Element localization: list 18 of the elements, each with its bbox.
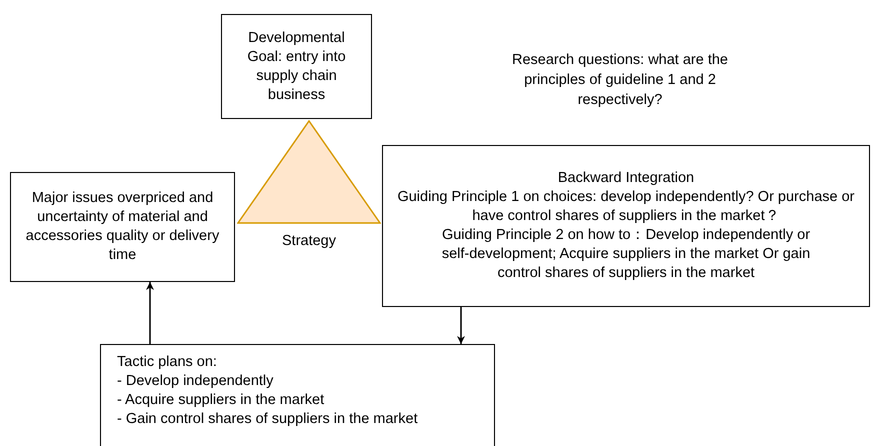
integration-box [382,145,870,307]
box-text: Guiding Principle 1 on choices: develop independently? Or purchase or have control shares of suppliers in the market？ [396,188,856,226]
note-text: Research questions: what are the principles of guideline 1 and 2 respectively? [510,51,729,110]
box-text: - Acquire suppliers in the market [117,391,324,410]
box-text: Major issues overpriced and uncertainty of material and accessories quality or delivery time [24,189,220,265]
strategy-triangle [237,120,381,224]
goal-box [221,14,372,119]
shape-caption: Strategy [281,233,337,249]
box-heading: Backward Integration [558,169,694,188]
box-text: Guiding Principle 2 on how to：Develop independently or self-development; Acquire suppliers in the market Or gain control shares of suppliers in the market [440,226,812,283]
issue-box [10,172,235,282]
box-text: - Gain control shares of suppliers in the market [117,410,418,429]
box-heading: Tactic plans on: [117,353,217,372]
box-text: Developmental Goal: entry into supply chain business [246,28,347,104]
box-text: - Develop independently [117,372,274,391]
arrow [146,282,154,344]
tactic-box [100,344,495,446]
arrow [457,307,465,344]
